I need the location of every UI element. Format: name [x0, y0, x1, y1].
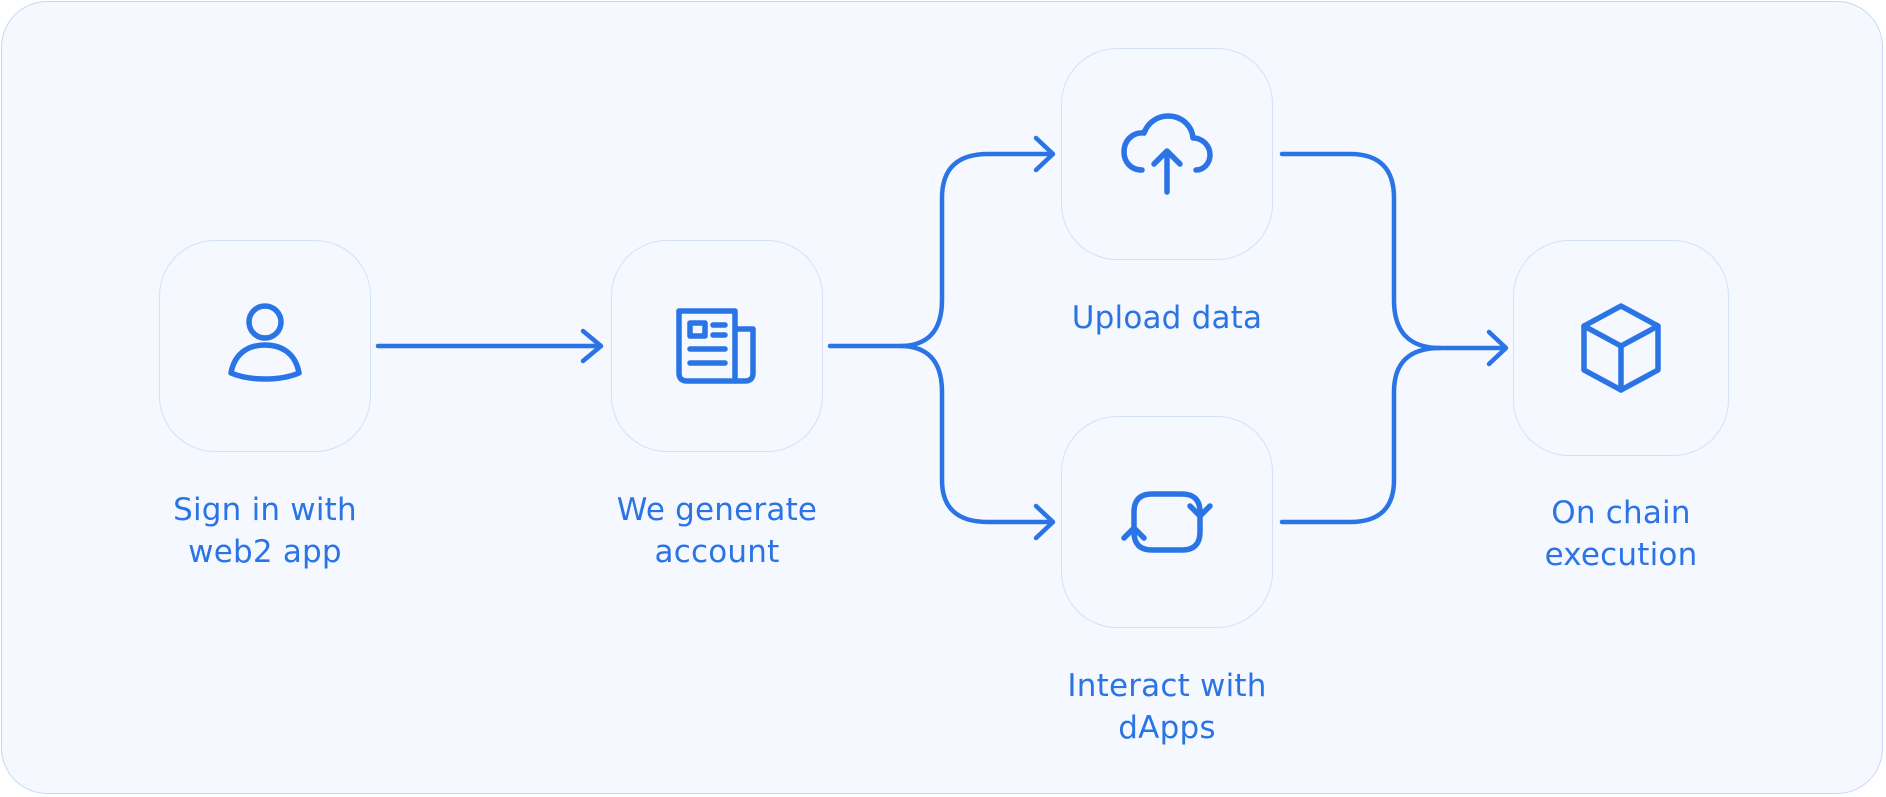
node-on-chain [1513, 240, 1729, 456]
node-label-interact-dapps: Interact with dApps [1067, 668, 1267, 746]
node-upload-data [1061, 48, 1273, 260]
newspaper-icon [676, 308, 756, 384]
cube-icon [1581, 303, 1661, 393]
cloud-upload-icon [1121, 113, 1213, 195]
edge-generate-account-to-upload-data [827, 135, 1056, 349]
node-interact-dapps [1061, 416, 1273, 628]
node-label-on-chain: On chain execution [1544, 495, 1698, 573]
node-generate-account [611, 240, 823, 452]
edge-interact-dapps-to-on-chain [1279, 329, 1509, 525]
refresh-icon [1121, 491, 1213, 553]
node-sign-in [159, 240, 371, 452]
node-label-upload-data: Upload data [1071, 300, 1263, 336]
edge-generate-account-to-interact-dapps [897, 343, 1056, 541]
edge-sign-in-to-generate-account [375, 328, 604, 364]
edge-upload-data-to-on-chain [1279, 151, 1507, 351]
node-label-generate-account: We generate account [616, 492, 818, 570]
user-icon [228, 303, 302, 382]
node-label-sign-in: Sign in with web2 app [173, 492, 357, 570]
